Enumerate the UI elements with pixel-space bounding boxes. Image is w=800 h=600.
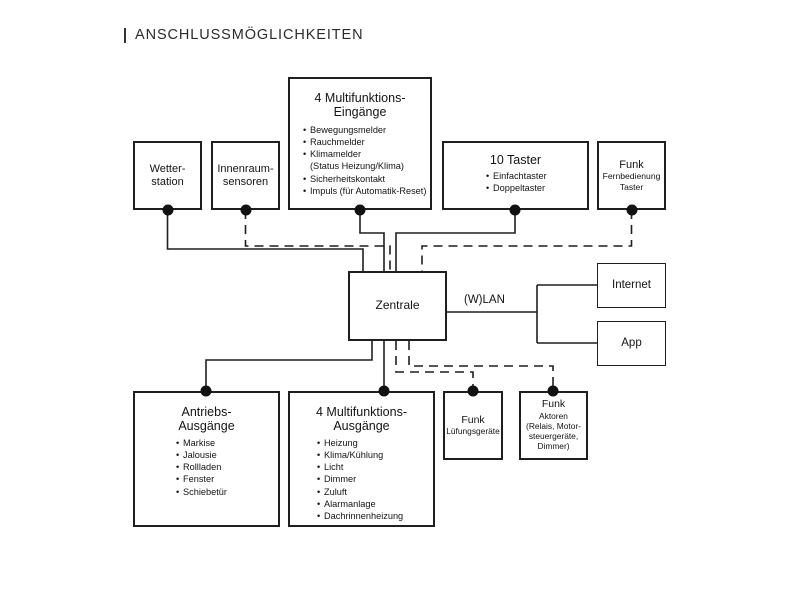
- node-dot-funk-aktoren: [547, 385, 559, 397]
- wire-funk-lueftungsgeraete: [395, 341, 474, 391]
- title-accent-bar: [124, 27, 126, 43]
- node-dot-multifunktions-eingaenge: [354, 204, 366, 216]
- wetterstation-line1: Wetter-: [149, 163, 186, 176]
- node-dot-taster: [509, 204, 521, 216]
- list-item: Heizung: [317, 437, 403, 449]
- box-funk-lueftungsgeraete[interactable]: Funk Lüfungsgeräte: [443, 391, 503, 460]
- internet-label: Internet: [612, 279, 651, 292]
- list-item: Sicherheitskontakt: [303, 173, 426, 185]
- wetterstation-line2: station: [151, 175, 184, 188]
- page-title-text: ANSCHLUSSMÖGLICHKEITEN: [135, 27, 364, 43]
- innenraumsensoren-line2: sensoren: [222, 175, 269, 188]
- app-label: App: [621, 337, 642, 350]
- funk-fernbedienung-sub: Fernbedienung Taster: [603, 171, 661, 192]
- list-item: Klima/Kühlung: [317, 449, 403, 461]
- box-funk-fernbedienung[interactable]: Funk Fernbedienung Taster: [597, 141, 666, 210]
- list-item: Dimmer: [317, 473, 403, 485]
- list-item: Zuluft: [317, 486, 403, 498]
- funk-aktoren-line3: (Relais, Motor-: [526, 421, 581, 432]
- box-zentrale[interactable]: Zentrale: [348, 271, 447, 341]
- node-dot-antriebs-ausgaenge: [200, 385, 212, 397]
- box-antriebs-ausgaenge[interactable]: Antriebs- Ausgänge MarkiseJalousieRollla…: [133, 391, 280, 527]
- mf-ausgaenge-title-line2: Ausgänge: [333, 419, 390, 433]
- box-app[interactable]: App: [597, 321, 666, 366]
- antriebs-ausgaenge-list: MarkiseJalousieRollladenFensterSchiebetü…: [176, 437, 227, 498]
- antriebs-ausgaenge-title: Antriebs- Ausgänge: [178, 405, 234, 433]
- list-item: Klimamelder: [303, 148, 426, 160]
- node-dot-wetterstation: [162, 204, 173, 216]
- innenraumsensoren-line1: Innenraum-: [217, 163, 274, 176]
- funk-lueftungsgeraete-sub: Lüfungsgeräte: [446, 426, 500, 437]
- box-taster[interactable]: 10 Taster EinfachtasterDoppeltaster: [442, 141, 589, 210]
- wire-taster: [395, 210, 516, 271]
- multifunktions-eingaenge-title: 4 Multifunktions- Eingänge: [314, 91, 405, 119]
- wire-funk-aktoren: [408, 341, 554, 391]
- funk-aktoren-line4: steuergeräte,: [528, 431, 579, 442]
- multifunktions-ausgaenge-list: HeizungKlima/KühlungLichtDimmerZuluftAla…: [317, 437, 403, 522]
- list-item: Schiebetür: [176, 486, 227, 498]
- taster-title: 10 Taster: [489, 153, 542, 167]
- box-multifunktions-ausgaenge[interactable]: 4 Multifunktions- Ausgänge HeizungKlima/…: [288, 391, 435, 527]
- mf-eingaenge-title-line2: Eingänge: [333, 105, 387, 119]
- innenraumsensoren-label: Innenraum- sensoren: [217, 163, 273, 188]
- multifunktions-ausgaenge-title: 4 Multifunktions- Ausgänge: [316, 405, 407, 433]
- wire-antriebs-ausgaenge: [205, 341, 373, 391]
- funk-aktoren-title: Funk: [541, 398, 566, 411]
- list-item: Einfachtaster: [486, 170, 547, 182]
- node-dot-multifunktions-ausgaenge: [378, 385, 390, 397]
- zentrale-label: Zentrale: [375, 298, 420, 313]
- wire-funk-fernbedienung: [421, 210, 633, 271]
- funk-fernbedienung-line3: Taster: [619, 181, 644, 192]
- funk-lueftungsgeraete-title: Funk: [461, 413, 485, 426]
- page-title: ANSCHLUSSMÖGLICHKEITEN: [124, 27, 363, 43]
- list-item: Rauchmelder: [303, 136, 426, 148]
- wire-multifunktions-eingaenge: [359, 210, 385, 271]
- list-item: Dachrinnenheizung: [317, 510, 403, 522]
- list-item: (Status Heizung/Klima): [310, 161, 404, 172]
- list-item: Jalousie: [176, 449, 227, 461]
- box-innenraumsensoren[interactable]: Innenraum- sensoren: [211, 141, 280, 210]
- list-item: Rollladen: [176, 461, 227, 473]
- box-internet[interactable]: Internet: [597, 263, 666, 308]
- node-dot-funk-fernbedienung: [626, 204, 637, 216]
- wire-innenraumsensoren: [244, 210, 391, 271]
- funk-aktoren-line5: Dimmer): [537, 441, 570, 452]
- list-item: Bewegungsmelder: [303, 124, 426, 136]
- list-item: Alarmanlage: [317, 498, 403, 510]
- multifunktions-eingaenge-list: BewegungsmelderRauchmelderKlimamelder(St…: [303, 124, 426, 197]
- mf-eingaenge-title-line1: 4 Multifunktions-: [314, 91, 406, 105]
- list-item: Impuls (für Automatik-Reset): [303, 185, 426, 197]
- box-wetterstation[interactable]: Wetter- station: [133, 141, 202, 210]
- funk-aktoren-sub: Aktoren (Relais, Motor- steuergeräte, Di…: [526, 411, 581, 451]
- wire-wetterstation: [166, 210, 364, 271]
- node-dot-funk-lueftungsgeraete: [467, 385, 479, 397]
- antriebs-title-line1: Antriebs-: [181, 405, 232, 419]
- list-item: Doppeltaster: [486, 182, 547, 194]
- mf-ausgaenge-title-line1: 4 Multifunktions-: [315, 405, 407, 419]
- box-multifunktions-eingaenge[interactable]: 4 Multifunktions- Eingänge Bewegungsmeld…: [288, 77, 432, 210]
- funk-fernbedienung-line2: Fernbedienung: [602, 171, 661, 182]
- funk-aktoren-line2: Aktoren: [539, 411, 568, 422]
- box-funk-aktoren[interactable]: Funk Aktoren (Relais, Motor- steuergerät…: [519, 391, 588, 460]
- list-item: Fenster: [176, 473, 227, 485]
- antriebs-title-line2: Ausgänge: [178, 419, 235, 433]
- node-dot-innenraumsensoren: [240, 204, 251, 216]
- funk-fernbedienung-title: Funk: [619, 159, 644, 172]
- list-item: Licht: [317, 461, 403, 473]
- list-item: Markise: [176, 437, 227, 449]
- wlan-label: (W)LAN: [464, 294, 505, 306]
- wetterstation-label: Wetter- station: [150, 163, 186, 188]
- taster-list: EinfachtasterDoppeltaster: [486, 170, 547, 194]
